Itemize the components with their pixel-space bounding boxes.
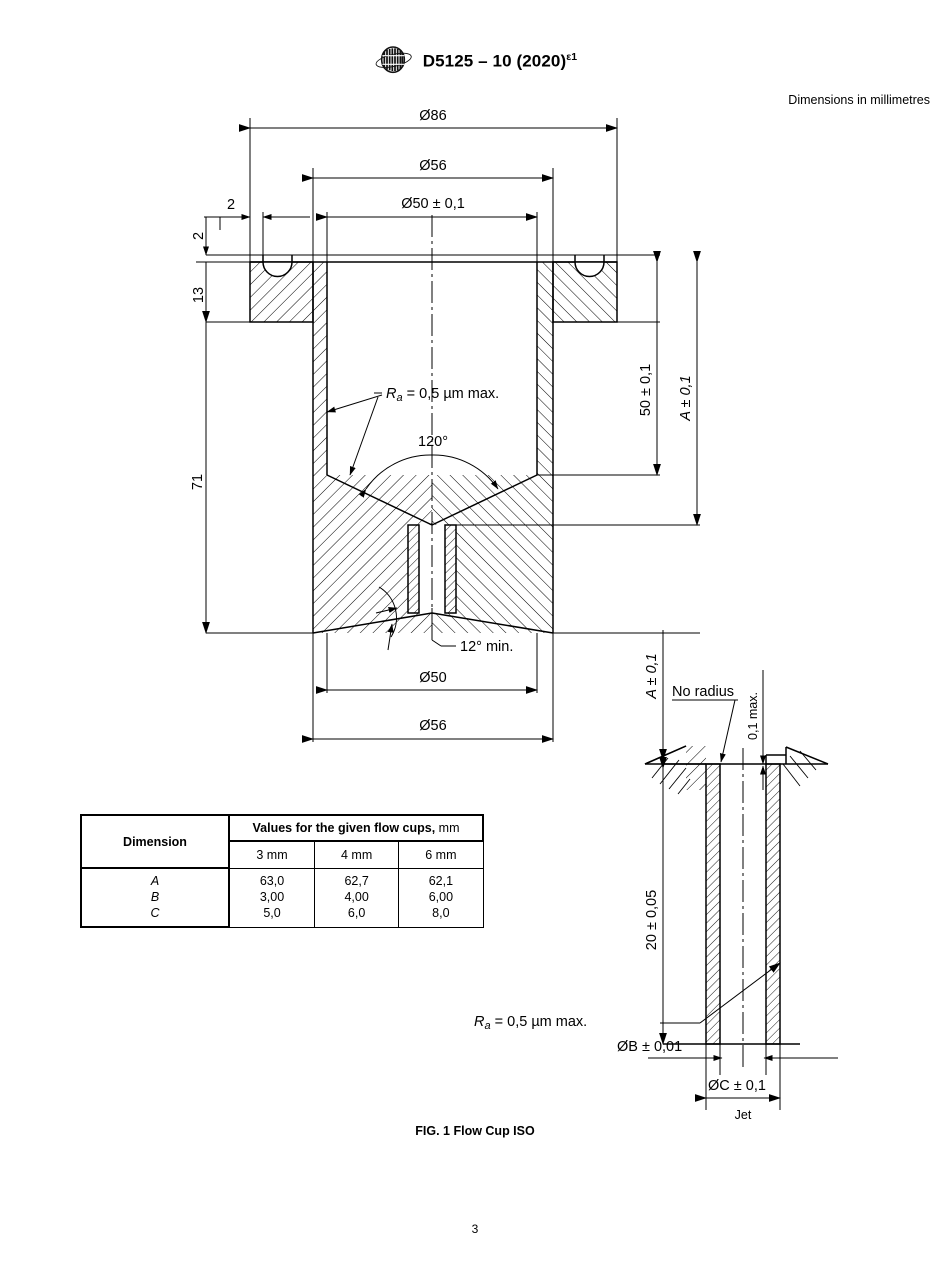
dim-label-base-inner: Ø50 bbox=[419, 670, 446, 686]
table-body-row: A B C 63,0 3,00 5,0 62,7 4,00 6,0 62,1 6… bbox=[80, 867, 484, 928]
dim-label-B: ØB ± 0,01 bbox=[617, 1039, 682, 1055]
dimension-name-A: A bbox=[150, 874, 160, 888]
no-radius-label: No radius bbox=[672, 684, 734, 700]
table-subheader-3mm: 3 mm bbox=[228, 840, 316, 869]
dimension-outer-flange: Ø86 bbox=[239, 108, 618, 262]
document-header: D5125 – 10 (2020)ε1 bbox=[0, 44, 950, 78]
jet-detail-view: A ± 0,1 20 ± 0,05 No radius 0,1 max. Ra … bbox=[474, 630, 838, 1122]
dimension-name-C: C bbox=[150, 906, 160, 920]
value-B-6mm: 6,00 bbox=[428, 890, 454, 904]
table-subheader-6mm: 6 mm bbox=[398, 840, 484, 869]
dim-label-bore: Ø50 ± 0,1 bbox=[401, 196, 465, 212]
dim-label-base-outer: Ø56 bbox=[419, 718, 446, 734]
flange-left-material bbox=[249, 255, 314, 323]
roughness-leader-main bbox=[326, 392, 383, 476]
dim-label-jet-length: 20 ± 0,05 bbox=[644, 890, 660, 950]
astm-logo bbox=[375, 46, 412, 74]
dimension-bore: Ø50 ± 0,1 bbox=[316, 196, 538, 262]
value-C-3mm: 5,0 bbox=[263, 906, 281, 920]
page-title: D5125 – 10 (2020)ε1 bbox=[423, 51, 578, 72]
dim-label-groove-offset: 2 bbox=[227, 197, 235, 213]
dimension-total-height: 71 bbox=[190, 311, 210, 634]
figure-caption: FIG. 1 Flow Cup ISO bbox=[415, 1124, 535, 1138]
dimension-B: ØB ± 0,01 bbox=[617, 1039, 838, 1075]
value-B-4mm: 4,00 bbox=[344, 890, 369, 904]
dimension-groove-offset: 2 bbox=[204, 197, 310, 262]
dimension-body-outer: Ø56 bbox=[302, 158, 554, 262]
epsilon-superscript: ε1 bbox=[566, 50, 578, 63]
dim-label-outer-flange: Ø86 bbox=[419, 108, 446, 124]
dim-label-A-jet: A ± 0,1 bbox=[644, 653, 660, 699]
jet-shoulder-right bbox=[765, 746, 829, 787]
jet-shoulder-left bbox=[644, 745, 706, 795]
roughness-label-jet: Ra = 0,5 µm max. bbox=[474, 1014, 587, 1032]
jet-label: Jet bbox=[735, 1108, 752, 1122]
dimension-base-outer: Ø56 bbox=[302, 633, 554, 743]
value-C-6mm: 8,0 bbox=[432, 906, 450, 920]
table-cell-dimension-names: A B C bbox=[80, 867, 230, 928]
units-note: Dimensions in millimetres bbox=[788, 93, 930, 107]
dimension-bore-depth: 50 ± 0,1 bbox=[638, 251, 661, 476]
table-cell-values-3mm: 63,0 3,00 5,0 bbox=[228, 867, 316, 928]
dim-label-body-outer: Ø56 bbox=[419, 158, 446, 174]
dim-label-cone-angle: 120° bbox=[418, 434, 448, 450]
roughness-leader-jet bbox=[660, 962, 781, 1024]
dimension-flange-top: 2 bbox=[191, 217, 209, 256]
main-cup-section: Ø86 Ø56 Ø50 ± 0,1 2 2 bbox=[190, 108, 701, 743]
dimension-jet-length: 20 ± 0,05 bbox=[644, 749, 667, 1045]
no-radius-leader bbox=[672, 699, 738, 763]
dimension-A-main: A ± 0,1 bbox=[678, 251, 701, 526]
dimension-chamfer-max: 0,1 max. bbox=[746, 670, 766, 790]
jet-tube-walls bbox=[663, 763, 800, 1045]
dim-label-bore-depth: 50 ± 0,1 bbox=[638, 364, 654, 416]
roughness-label-main: Ra = 0,5 µm max. bbox=[386, 386, 499, 404]
value-C-4mm: 6,0 bbox=[347, 906, 366, 920]
table-header-row: Dimension Values for the given flow cups… bbox=[80, 814, 484, 869]
dimension-name-B: B bbox=[150, 890, 160, 904]
value-A-6mm: 62,1 bbox=[428, 874, 454, 888]
table-header-dimension: Dimension bbox=[80, 814, 230, 869]
table-cell-values-4mm: 62,7 4,00 6,0 bbox=[314, 867, 400, 928]
table-header-values-bold: Values for the given flow cups, bbox=[252, 821, 436, 835]
jet-tube-main-view bbox=[407, 524, 457, 614]
value-B-3mm: 3,00 bbox=[259, 890, 285, 904]
table-subheader-row: 3 mm 4 mm 6 mm bbox=[81, 840, 484, 869]
table-header-values: Values for the given flow cups, mm bbox=[228, 814, 484, 842]
dim-label-flange-top: 2 bbox=[191, 232, 207, 240]
cup-body-left-material bbox=[312, 262, 433, 634]
relief-angle-indicator: 12° min. bbox=[375, 586, 513, 655]
dim-label-chamfer-max: 0,1 max. bbox=[746, 692, 760, 740]
page-number: 3 bbox=[471, 1222, 479, 1236]
dimension-A-jet: A ± 0,1 bbox=[644, 630, 667, 769]
cup-body-right-material bbox=[431, 262, 554, 634]
dim-label-C: ØC ± 0,1 bbox=[708, 1078, 766, 1094]
dim-label-relief-angle: 12° min. bbox=[460, 639, 513, 655]
table-header-values-unit: mm bbox=[435, 821, 460, 835]
value-A-4mm: 62,7 bbox=[344, 874, 369, 888]
dimension-base-inner: Ø50 bbox=[316, 633, 538, 694]
dimension-flange-height: 13 bbox=[191, 261, 250, 322]
table-cell-values-6mm: 62,1 6,00 8,0 bbox=[398, 867, 484, 928]
table-subheader-4mm: 4 mm bbox=[314, 840, 400, 869]
dim-label-flange-height: 13 bbox=[191, 287, 207, 303]
flange-right-material bbox=[552, 255, 618, 323]
dimension-values-table: Dimension Values for the given flow cups… bbox=[80, 814, 484, 928]
dimension-C: ØC ± 0,1 bbox=[695, 1044, 781, 1110]
value-A-3mm: 63,0 bbox=[259, 874, 285, 888]
cone-angle-indicator: 120° bbox=[358, 434, 499, 498]
dim-label-A-main: A ± 0,1 bbox=[678, 375, 694, 421]
document-designation: D5125 – 10 (2020) bbox=[422, 51, 567, 71]
dim-label-total-height: 71 bbox=[190, 474, 206, 490]
